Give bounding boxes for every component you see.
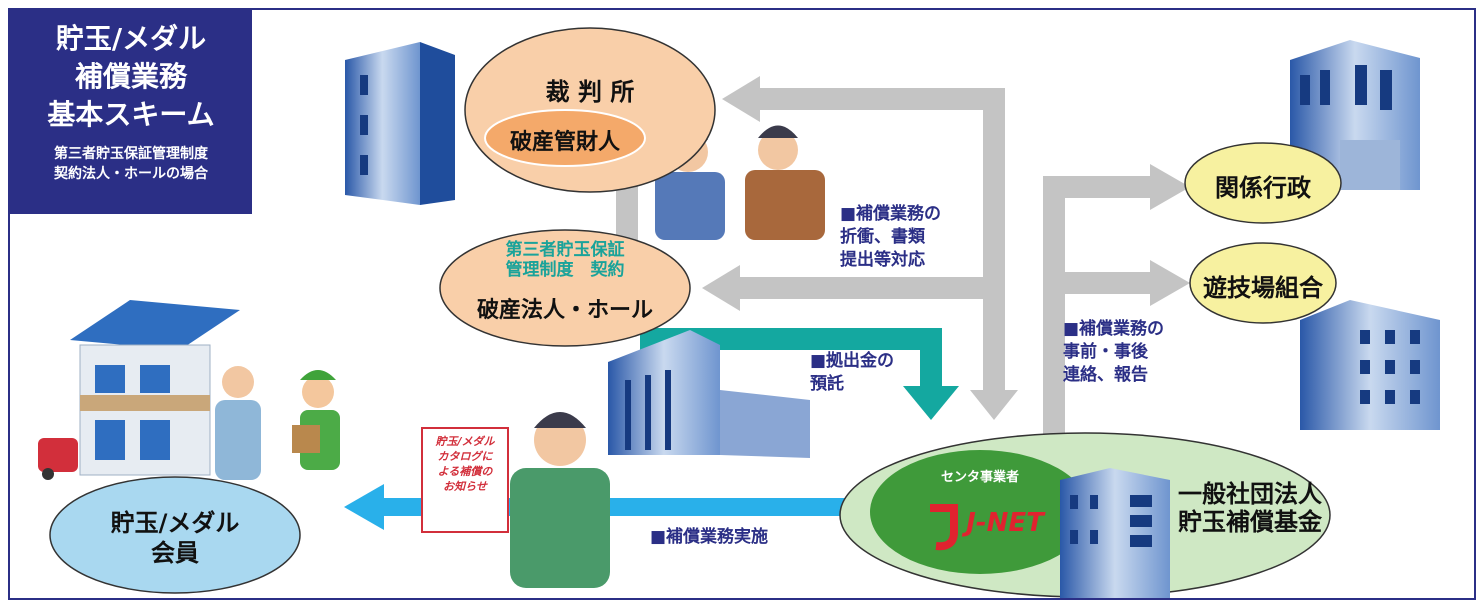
left-arrowhead-court: [722, 76, 760, 122]
office-building-icon: [1060, 468, 1170, 598]
court-ellipse: [464, 27, 716, 193]
notice-card: [421, 427, 509, 533]
center-operator-ellipse: [870, 450, 1090, 574]
execution-annotation: ■補償業務実施: [650, 527, 769, 547]
trustee-label: 破産管財人: [509, 130, 620, 155]
notice-card-text: 貯玉/メダル カタログに よる補償の お知らせ: [435, 435, 495, 493]
deposit-arrow: [640, 328, 959, 420]
office-building-icon: [1300, 300, 1440, 430]
down-arrowhead-fund: [970, 390, 1018, 420]
car-icon: [38, 438, 78, 480]
deposit-annotation: ■拠出金の 預託: [810, 351, 895, 394]
member-label: 貯玉/メダル 会員: [110, 509, 240, 567]
union-ellipse: [1189, 242, 1337, 324]
union-label: 遊技場組合: [1203, 274, 1323, 302]
admin-ellipse: [1184, 142, 1342, 224]
fund-label: 一般社団法人 貯玉補償基金: [1178, 480, 1322, 536]
house-icon: [70, 300, 240, 476]
right-arrowhead-admin: [1150, 164, 1190, 210]
bankrupt-hall-ellipse: [439, 229, 691, 347]
title-box: 貯玉/メダル 補償業務 基本スキーム 第三者貯玉保証管理制度 契約法人・ホールの…: [10, 10, 252, 214]
gray-arrows: [616, 76, 1190, 435]
bankrupt-hall-label: 破産法人・ホール: [476, 298, 653, 323]
office-building-icon: [1290, 40, 1420, 190]
right-arrowhead-union: [1150, 260, 1190, 306]
member-ellipse: [49, 476, 301, 594]
contract-label: 第三者貯玉保証 管理制度 契約: [505, 240, 625, 280]
scheme-title: 貯玉/メダル 補償業務 基本スキーム: [47, 22, 215, 131]
businessman-icon: [215, 366, 261, 480]
left-arrowhead-hall: [702, 265, 740, 311]
jnet-logo-icon: [930, 504, 958, 551]
trustee-ellipse: [484, 109, 646, 167]
court-label: 裁 判 所: [545, 78, 635, 106]
admin-label: 関係行政: [1215, 174, 1311, 202]
negotiation-annotation: ■補償業務の 折衝、書類 提出等対応: [840, 204, 942, 270]
businessman-icon: [510, 412, 610, 588]
scheme-subtitle: 第三者貯玉保証管理制度 契約法人・ホールの場合: [54, 146, 208, 182]
jnet-logo-text: J-NET: [966, 508, 1044, 538]
delivery-man-icon: [292, 370, 340, 470]
office-building-icon: [345, 42, 455, 205]
center-operator-label: センタ事業者: [940, 470, 1019, 485]
office-building-icon: [608, 330, 810, 458]
liaison-annotation: ■補償業務の 事前・事後 連絡、報告: [1063, 319, 1165, 385]
